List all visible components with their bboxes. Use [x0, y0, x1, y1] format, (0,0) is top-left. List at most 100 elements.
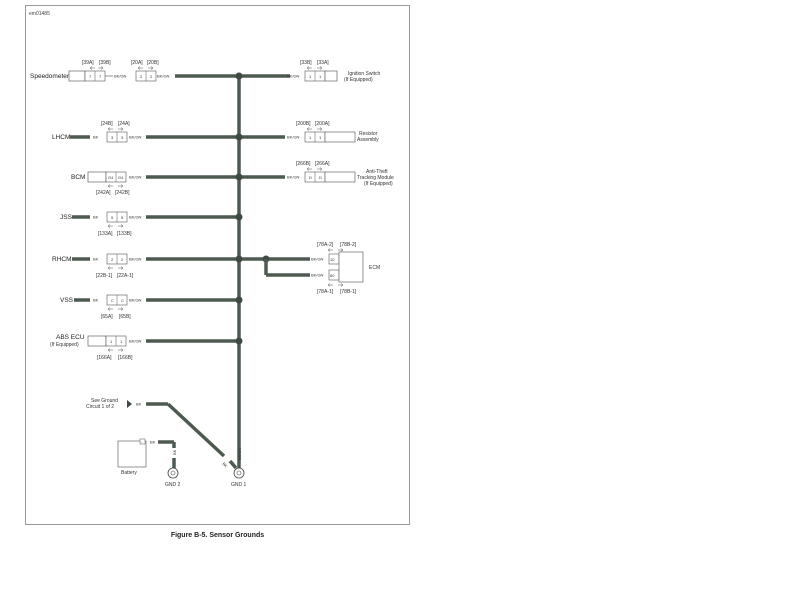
svg-text:Tracking Module: Tracking Module [357, 175, 394, 181]
svg-text:Circuit 1 of 2: Circuit 1 of 2 [86, 404, 114, 410]
label-ecm: ECM [369, 265, 380, 271]
svg-text:BK/GN: BK/GN [129, 257, 142, 262]
label-abs-ecu: ABS ECU [56, 334, 85, 341]
label-antitheft: Anti-Theft [366, 169, 388, 175]
conn-200b: [200B] [296, 121, 311, 127]
conn-65b: [65B] [119, 314, 131, 320]
svg-text:5: 5 [121, 215, 124, 220]
label-gnd2: GND 2 [165, 482, 181, 488]
label-battery: Battery [121, 470, 137, 476]
svg-text:D: D [309, 175, 312, 180]
conn-24b: [24B] [101, 121, 113, 127]
conn-65a: [65A] [101, 314, 113, 320]
conn-78a2: [78A-2] [317, 242, 334, 248]
svg-text:1: 1 [319, 135, 322, 140]
svg-text:2: 2 [121, 257, 124, 262]
conn-166b: [166B] [118, 355, 133, 361]
svg-text:5: 5 [111, 215, 114, 220]
speedometer-body [68, 70, 86, 82]
svg-text:Assembly: Assembly [357, 137, 379, 143]
svg-text:BK: BK [172, 449, 177, 455]
conn-133a: [133A] [98, 231, 113, 237]
label-vss: VSS [60, 297, 74, 304]
svg-text:BK/GN: BK/GN [129, 339, 142, 344]
conn-166a: [166A] [97, 355, 112, 361]
svg-text:1: 1 [120, 339, 123, 344]
svg-text:BK: BK [93, 257, 99, 262]
svg-text:(If Equipped): (If Equipped) [364, 181, 393, 187]
label-ignition-switch: Ignition Switch [348, 71, 380, 77]
conn-24a: [24A] [118, 121, 130, 127]
svg-text:BK/GN: BK/GN [129, 135, 142, 140]
diagram-frame [25, 5, 410, 525]
svg-text:C: C [111, 298, 114, 303]
label-resistor-assembly: Resistor [359, 131, 378, 137]
conn-20b: [20B] [147, 60, 159, 66]
svg-text:1: 1 [110, 339, 113, 344]
conn-22a: [22A-1] [117, 273, 134, 279]
figure-caption: Figure B-5. Sensor Grounds [170, 532, 265, 539]
conn-22b: [22B-1] [96, 273, 113, 279]
conn-78b2: [78B-2] [340, 242, 357, 248]
battery-body [117, 440, 147, 468]
label-speedometer: Speedometer [30, 73, 70, 80]
svg-text:2: 2 [111, 257, 114, 262]
conn-242b: [242B] [115, 190, 130, 196]
ecm-body [338, 251, 364, 283]
svg-text:BK/GN: BK/GN [237, 447, 242, 460]
conn-200a: [200A] [315, 121, 330, 127]
conn-33a: [33A] [317, 60, 329, 66]
svg-text:(If Equipped): (If Equipped) [344, 77, 373, 83]
conn-242a: [242A] [96, 190, 111, 196]
label-lhcm: LHCM [52, 134, 70, 141]
svg-text:BK: BK [136, 402, 142, 407]
conn-78b1: [78B-1] [340, 289, 357, 295]
svg-text:G4: G4 [118, 175, 124, 180]
svg-text:D: D [319, 175, 322, 180]
svg-text:BK: BK [93, 298, 99, 303]
svg-text:-: - [141, 439, 143, 444]
svg-text:BK/GN: BK/GN [287, 135, 300, 140]
svg-text:10: 10 [330, 257, 335, 262]
svg-text:2: 2 [150, 74, 153, 79]
label-gnd1: GND 1 [231, 482, 247, 488]
svg-text:C: C [121, 298, 124, 303]
svg-text:BK: BK [150, 440, 156, 445]
svg-text:BK/GN: BK/GN [129, 175, 142, 180]
svg-text:7: 7 [89, 74, 92, 79]
conn-266b: [266B] [296, 161, 311, 167]
svg-text:BK: BK [93, 215, 99, 220]
svg-text:BK/GN: BK/GN [287, 175, 300, 180]
svg-text:BK: BK [93, 135, 99, 140]
conn-266a: [266A] [315, 161, 330, 167]
svg-text:2: 2 [140, 74, 143, 79]
figure-id: em01485 [29, 11, 50, 17]
label-rhcm: RHCM [52, 256, 72, 263]
svg-text:3: 3 [121, 135, 124, 140]
label-jss: JSS [60, 214, 73, 221]
svg-text:BK/GN: BK/GN [287, 74, 300, 79]
svg-text:1: 1 [309, 135, 312, 140]
svg-text:BK/GN: BK/GN [114, 74, 127, 79]
svg-text:BK/GN: BK/GN [157, 74, 170, 79]
conn-78a1: [78A-1] [317, 289, 334, 295]
conn-33b: [33B] [300, 60, 312, 66]
conn-39b: [39B] [99, 60, 111, 66]
conn-133b: [133B] [117, 231, 132, 237]
svg-text:(If Equipped): (If Equipped) [50, 342, 79, 348]
svg-text:60: 60 [330, 273, 335, 278]
svg-text:7: 7 [99, 74, 102, 79]
label-see-ground: See Ground [91, 398, 118, 404]
label-bcm: BCM [71, 174, 85, 181]
svg-text:1: 1 [309, 74, 312, 79]
svg-text:BK/GN: BK/GN [129, 298, 142, 303]
svg-text:BK/GN: BK/GN [311, 273, 324, 278]
svg-text:G4: G4 [108, 175, 114, 180]
svg-text:1: 1 [319, 74, 322, 79]
svg-text:BK: BK [221, 461, 229, 469]
conn-20a: [20A] [131, 60, 143, 66]
svg-text:3: 3 [111, 135, 114, 140]
conn-39a: [39A] [82, 60, 94, 66]
svg-text:BK/GN: BK/GN [311, 257, 324, 262]
